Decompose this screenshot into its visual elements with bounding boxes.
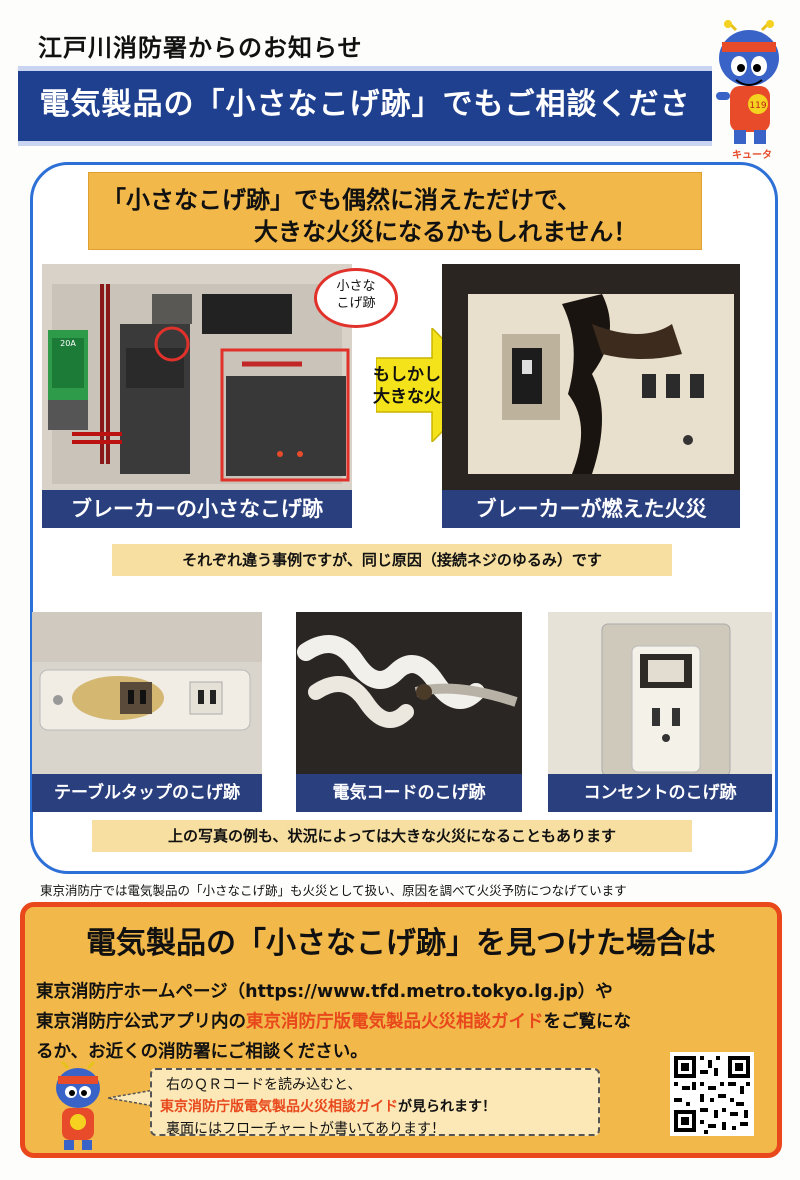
warning-line-1: 「小さなこげ跡」でも偶然に消えただけで、	[102, 186, 582, 214]
same-cause-note: それぞれ違う事例ですが、同じ原因（接続ネジのゆるみ）です	[112, 544, 672, 576]
tfd-policy-note: 東京消防庁では電気製品の「小さなこげ跡」も火災として扱い、原因を調べて火災予防に…	[40, 883, 627, 898]
outlet-caption: コンセントのこげ跡	[548, 774, 772, 812]
qr-hint-line-2: 東京消防庁版電気製品火災相談ガイドが見られます！	[160, 1096, 496, 1116]
scorch-bubble	[314, 268, 398, 328]
banner-title: 電気製品の「小さなこげ跡」でもご相談ください！	[39, 87, 691, 200]
line2-text-a: 東京消防庁公式アプリ内の	[36, 1012, 246, 1032]
line2-text-c: をご覧にな	[543, 1012, 632, 1032]
table-tap-photo	[32, 612, 262, 776]
electric-cord-photo	[296, 612, 522, 776]
breaker-scorch-caption: ブレーカーの小さなこげ跡	[42, 490, 352, 528]
breaker-rating-label: 20A	[60, 339, 76, 348]
consultation-guide-link[interactable]: 東京消防庁版電気製品火災相談ガイド	[246, 1012, 544, 1032]
mascot-kyuta-icon: 119 キュータ	[716, 20, 779, 160]
breaker-fire-caption: ブレーカーが燃えた火災	[442, 490, 740, 528]
qr-guide-name: 東京消防庁版電気製品火災相談ガイド	[160, 1099, 398, 1115]
qr-hint-line-3: 裏面にはフローチャートが書いてあります！	[166, 1121, 446, 1137]
outlet-photo	[548, 612, 772, 776]
qr-hint-suffix: が見られます！	[398, 1099, 496, 1115]
table-tap-caption: テーブルタップのこげ跡	[32, 774, 262, 812]
consultation-line-3: るか、お近くの消防署にご相談ください。	[36, 1042, 368, 1062]
speech-pointer-icon	[108, 1089, 154, 1107]
scorch-bubble-label: 小さな こげ跡	[336, 279, 376, 311]
consultation-title: 電気製品の「小さなこげ跡」を見つけた場合は	[86, 926, 716, 961]
qr-code-icon[interactable]	[670, 1052, 754, 1136]
breaker-fire-photo	[442, 264, 740, 490]
top-note: 江戸川消防署からのお知らせ	[38, 34, 363, 62]
warning-box	[88, 172, 702, 250]
title-banner	[18, 66, 712, 146]
consultation-line-2: 東京消防庁公式アプリ内の東京消防庁版電気製品火災相談ガイドをご覧にな	[36, 1008, 631, 1033]
mascot-name: キュータ	[732, 149, 772, 160]
warning-line-2: 大きな火災になるかもしれません！	[254, 218, 638, 246]
breaker-scorch-photo: 20A	[42, 264, 352, 490]
consultation-line-1: 東京消防庁ホームページ（https://www.tfd.metro.tokyo.…	[36, 982, 613, 1002]
mascot-small-icon	[56, 1060, 100, 1150]
electric-cord-caption: 電気コードのこげ跡	[296, 774, 522, 812]
qr-hint-box	[150, 1068, 600, 1136]
example-warning-note: 上の写真の例も、状況によっては大きな火災になることもあります	[92, 820, 692, 852]
mascot-badge: 119	[749, 101, 766, 111]
qr-hint-line-1: 右のＱＲコードを読み込むと、	[166, 1077, 362, 1093]
